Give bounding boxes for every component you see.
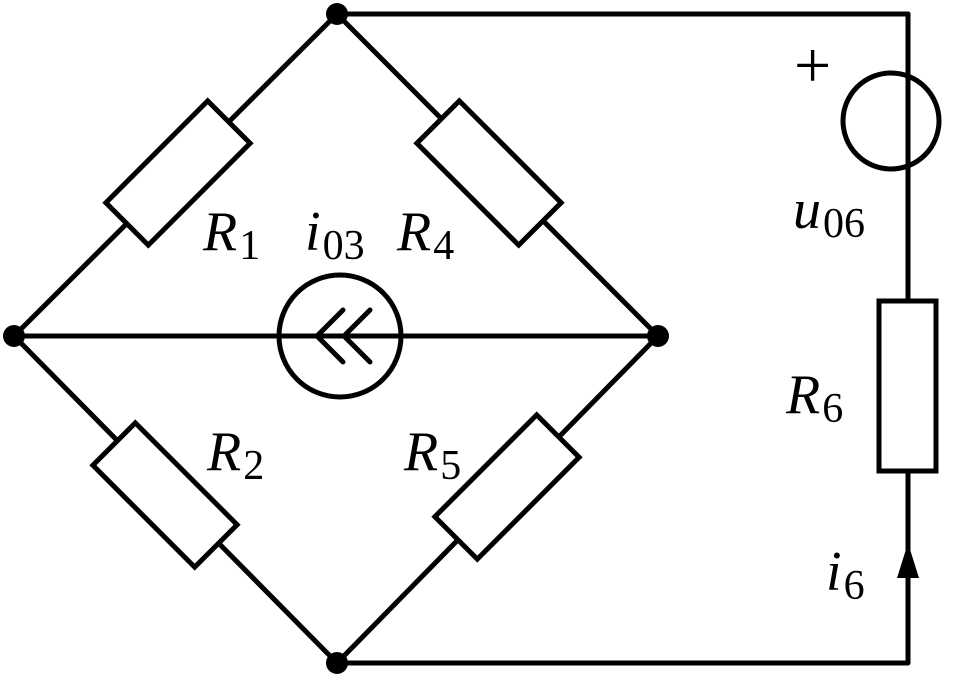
resistor-r6 [876, 298, 939, 474]
label-plus: + [794, 29, 831, 102]
resistor-r4 [413, 97, 565, 249]
label-i03: i03 [305, 201, 365, 269]
node-top [326, 3, 348, 25]
resistor-r1 [102, 97, 254, 249]
label-r2: R2 [206, 421, 264, 489]
current-source-i03 [276, 272, 404, 400]
node-right [647, 325, 669, 347]
label-r1: R1 [202, 201, 260, 269]
label-r5: R5 [403, 421, 461, 489]
resistor-r5 [431, 411, 583, 563]
double-arrow-left-icon [314, 307, 346, 365]
label-i6: i6 [826, 541, 865, 609]
node-left [3, 325, 25, 347]
current-arrow-up-icon [897, 543, 919, 578]
label-u06: u06 [793, 179, 865, 247]
wire-bottom-loop [334, 468, 911, 666]
label-r6: R6 [785, 364, 843, 432]
node-bottom [326, 652, 348, 674]
label-r4: R4 [396, 201, 454, 269]
resistor-r2 [89, 419, 241, 571]
voltage-source-u06 [840, 11, 942, 304]
